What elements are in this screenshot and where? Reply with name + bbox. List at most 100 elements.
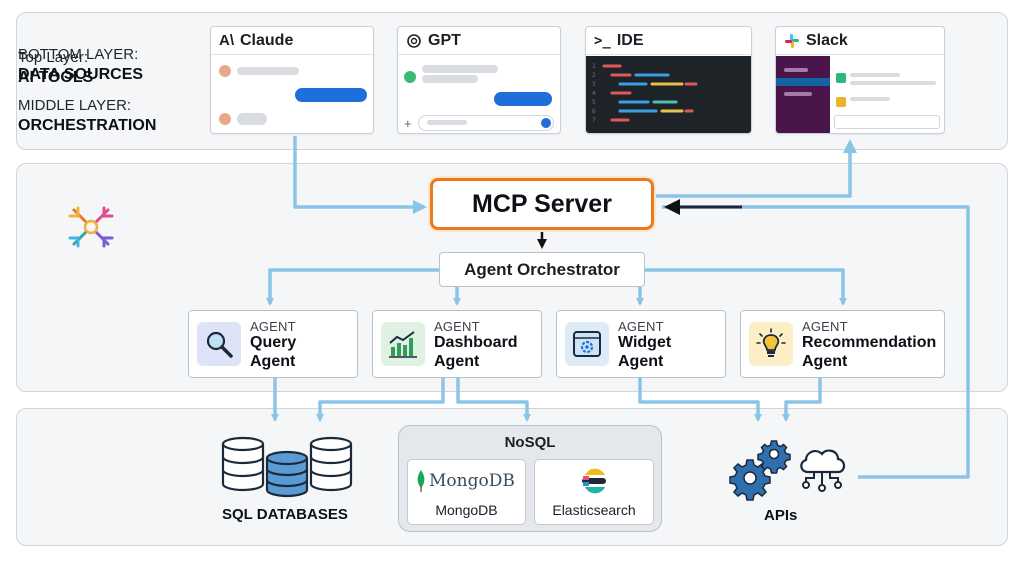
- nosql-title: NoSQL: [504, 434, 556, 451]
- mongodb-label: MongoDB: [435, 502, 498, 518]
- channel-line-active: [776, 78, 830, 86]
- nosql-group: NoSQL MongoDB MongoDB Elasticsearch: [398, 425, 662, 532]
- lightbulb-icon: [749, 322, 793, 366]
- slack-sidebar: [776, 56, 830, 133]
- agent-kicker: AGENT: [434, 319, 480, 334]
- gpt-input-field[interactable]: [418, 115, 554, 131]
- query-agent-card[interactable]: AGENT Query Agent: [188, 310, 358, 378]
- cloud-network-icon: [800, 449, 846, 492]
- slack-logo-icon: [785, 33, 799, 48]
- elasticsearch-label: Elasticsearch: [552, 502, 636, 518]
- slack-card[interactable]: Slack: [775, 26, 945, 134]
- dashboard-agent-card[interactable]: AGENT Dashboard Agent: [372, 310, 542, 378]
- code-editor: 1 2 3 4 5 6 7: [586, 56, 751, 133]
- bottom-layer-title: BOTTOM LAYER: DATA SOURCES: [18, 45, 143, 85]
- claude-logo: A\: [219, 32, 234, 49]
- typing-indicator: [237, 113, 267, 125]
- agent-name-line1: Query: [250, 334, 297, 351]
- claude-card[interactable]: A\ Claude: [210, 26, 374, 134]
- agent-name-line1: Widget: [618, 334, 672, 351]
- user-message-bubble: [295, 88, 367, 102]
- top-layer-name: AI TOOLS: [18, 69, 94, 86]
- plus-icon[interactable]: +: [404, 116, 412, 131]
- bottom-layer-label: BOTTOM LAYER:: [18, 46, 139, 63]
- sql-databases-icon: [221, 436, 353, 498]
- openai-logo-icon: [407, 33, 421, 48]
- sql-databases-label: SQL DATABASES: [222, 506, 348, 523]
- middle-layer-title: MIDDLE LAYER: ORCHESTRATION: [18, 96, 156, 136]
- elasticsearch-card[interactable]: Elasticsearch: [534, 459, 654, 525]
- chat-placeholder-line: [237, 67, 299, 75]
- mcp-server-box[interactable]: MCP Server: [430, 178, 654, 230]
- line-number: 3: [592, 81, 596, 88]
- widget-agent-card[interactable]: AGENT Widget Agent: [556, 310, 726, 378]
- agent-name: Widget Agent: [618, 333, 671, 371]
- message-line: [850, 81, 936, 85]
- line-number: 6: [592, 108, 596, 115]
- ide-card-header: >_ IDE: [586, 27, 751, 55]
- channel-line: [784, 68, 808, 72]
- gpt-label: GPT: [428, 31, 461, 49]
- slack-message-avatar-icon: [836, 73, 846, 83]
- ide-card[interactable]: >_ IDE 1 2 3 4 5 6 7: [585, 26, 752, 134]
- apis-label: APIs: [764, 507, 798, 524]
- elasticsearch-logo-icon: [582, 468, 606, 494]
- middle-layer-label: MIDDLE LAYER:: [18, 97, 132, 114]
- gpt-card[interactable]: GPT +: [397, 26, 561, 134]
- code-lines: 1 2 3 4 5 6 7: [592, 63, 698, 124]
- message-line: [850, 73, 900, 77]
- user-message-bubble: [494, 92, 552, 106]
- bottom-layer-name: DATA SOURCES: [18, 66, 144, 83]
- message-line: [850, 97, 890, 101]
- claude-avatar-icon: [219, 65, 231, 77]
- ide-label: IDE: [616, 31, 644, 49]
- slack-message-avatar-icon-2: [836, 97, 846, 107]
- middle-layer-name: ORCHESTRATION: [18, 117, 157, 134]
- agent-name-line2: Agent: [250, 353, 296, 370]
- agent-name: Recommendation Agent: [802, 333, 936, 371]
- agent-orchestrator-box[interactable]: Agent Orchestrator: [439, 252, 645, 287]
- line-number: 4: [592, 90, 596, 97]
- agent-name-line1: Dashboard: [434, 334, 518, 351]
- claude-label: Claude: [240, 31, 294, 49]
- channel-line: [784, 92, 812, 96]
- terminal-prompt-icon: >_: [594, 32, 611, 49]
- chat-placeholder-line: [422, 65, 498, 73]
- line-number: 1: [592, 63, 596, 70]
- input-placeholder-line: [427, 120, 467, 125]
- agent-kicker: AGENT: [618, 319, 664, 334]
- mongodb-logo: MongoDB: [416, 470, 515, 492]
- slack-label: Slack: [806, 31, 848, 49]
- agent-name: Dashboard Agent: [434, 333, 518, 371]
- claude-avatar-icon-2: [219, 113, 231, 125]
- line-number: 5: [592, 99, 596, 106]
- chart-icon: [381, 322, 425, 366]
- agent-kicker: AGENT: [250, 319, 296, 334]
- line-number: 2: [592, 72, 596, 79]
- widget-gear-icon: [565, 322, 609, 366]
- mongodb-leaf-icon: [417, 470, 425, 492]
- slack-input-field[interactable]: [834, 115, 940, 129]
- magnifier-icon: [197, 322, 241, 366]
- agent-name: Query Agent: [250, 333, 296, 371]
- agent-kicker: AGENT: [802, 319, 848, 334]
- send-button[interactable]: [541, 118, 551, 128]
- top-layer-label: Top Layer:: [18, 49, 89, 66]
- agent-name-line2: Agent: [434, 353, 480, 370]
- gears-icon: [729, 440, 791, 501]
- gpt-avatar-icon: [404, 71, 416, 83]
- mongodb-card[interactable]: MongoDB MongoDB: [407, 459, 526, 525]
- recommendation-agent-card[interactable]: AGENT Recommendation Agent: [740, 310, 945, 378]
- slack-card-header: Slack: [776, 27, 944, 55]
- top-layer-title: Top Layer: AI TOOLS: [18, 48, 93, 88]
- agent-name-line2: Agent: [618, 353, 664, 370]
- chat-placeholder-line-2: [422, 75, 478, 83]
- line-number: 7: [592, 117, 596, 124]
- claude-card-header: A\ Claude: [211, 27, 373, 55]
- mongodb-wordmark: MongoDB: [429, 471, 515, 491]
- orchestration-logo-icon: [68, 206, 114, 248]
- agent-name-line2: Agent: [802, 353, 848, 370]
- gpt-card-header: GPT: [398, 27, 560, 55]
- agent-name-line1: Recommendation: [802, 334, 937, 351]
